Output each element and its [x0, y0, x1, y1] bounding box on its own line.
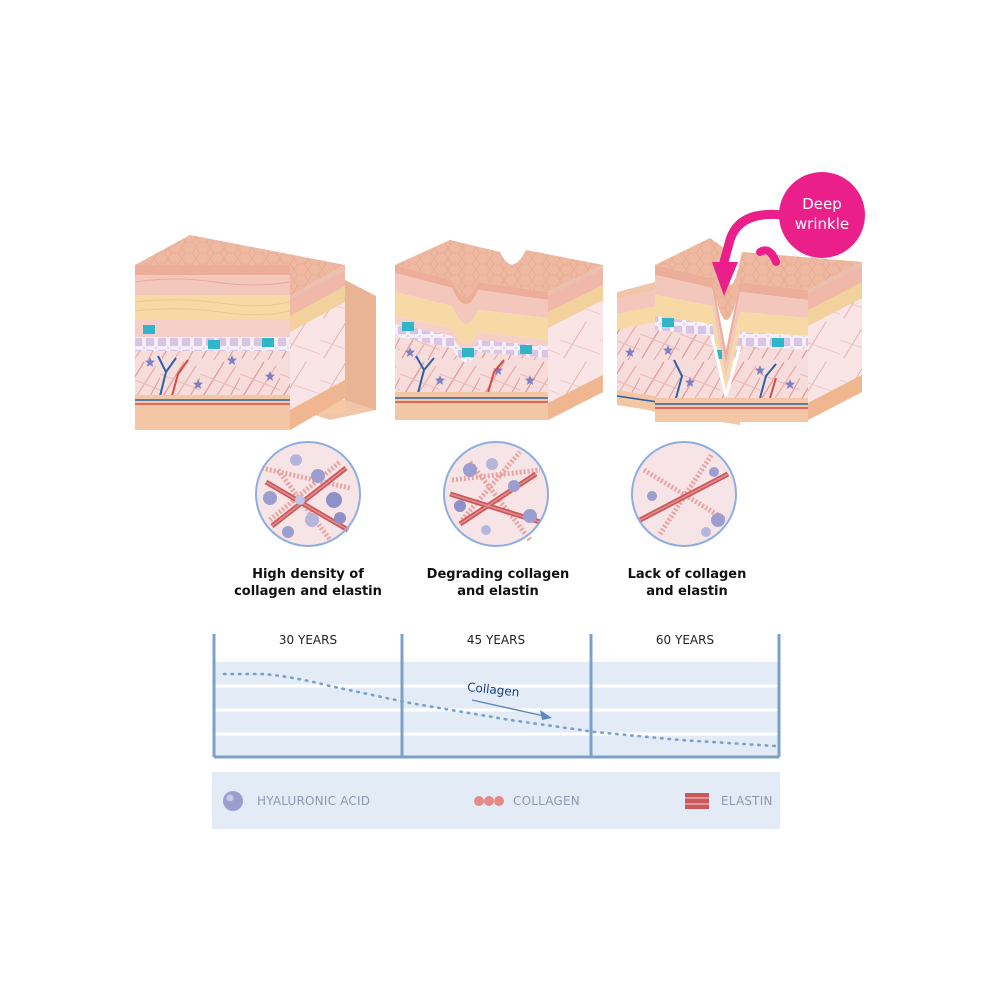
magnified-view-middle	[443, 441, 549, 547]
collagen-chart	[212, 634, 781, 759]
age-label-45: 45 YEARS	[466, 633, 526, 647]
arrow-down-icon	[712, 262, 738, 296]
collagen-icon	[474, 796, 504, 806]
skin-block-young	[134, 235, 376, 430]
age-label-30: 30 YEARS	[278, 633, 338, 647]
legend-elastin-label: ELASTIN	[721, 794, 773, 808]
age-label-60: 60 YEARS	[655, 633, 715, 647]
skin-block-old	[616, 238, 862, 425]
legend-bar	[212, 772, 780, 829]
hyaluronic-acid-icon	[223, 791, 243, 811]
deep-wrinkle-callout	[712, 172, 865, 296]
deep-wrinkle-label: Deep wrinkle	[794, 195, 850, 233]
legend-hyaluronic-label: HYALURONIC ACID	[257, 794, 371, 808]
elastin-icon	[685, 793, 709, 809]
legend-collagen-label: COLLAGEN	[513, 794, 580, 808]
magnified-view-young	[255, 441, 361, 547]
magnified-view-old	[631, 441, 737, 547]
arrow-right-icon	[540, 710, 552, 720]
skin-block-middle	[395, 240, 603, 420]
callout-bubble	[779, 172, 865, 258]
